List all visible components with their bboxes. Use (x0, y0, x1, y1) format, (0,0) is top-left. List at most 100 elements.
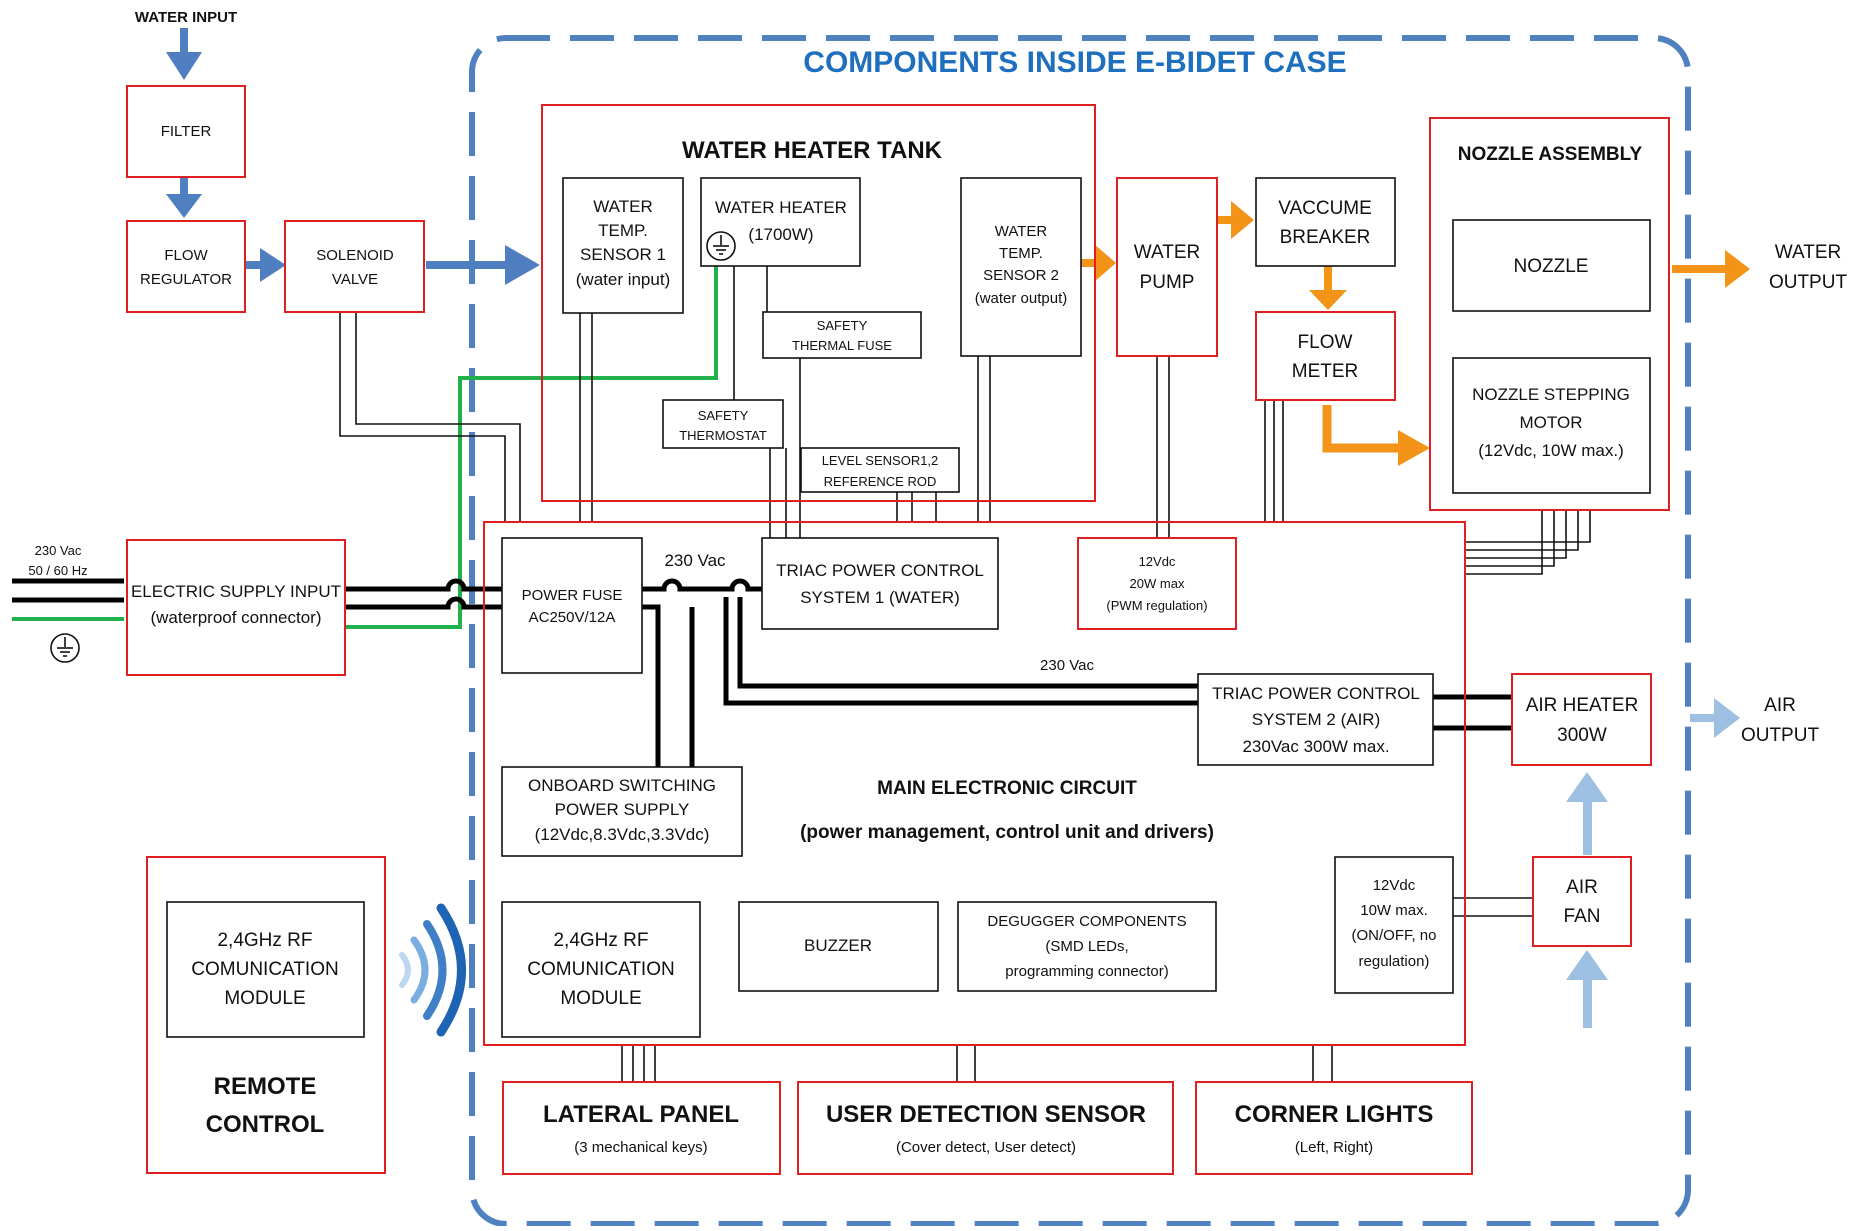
onboard-switching-power-supply: ONBOARD SWITCHING POWER SUPPLY (12Vdc,8.… (501, 766, 743, 857)
water-temp-sensor-2: WATER TEMP. SENSOR 2 (water output) (960, 177, 1082, 357)
svg-text:SYSTEM 2 (AIR): SYSTEM 2 (AIR) (1252, 710, 1380, 729)
svg-text:ELECTRIC SUPPLY INPUT: ELECTRIC SUPPLY INPUT (131, 582, 341, 601)
solenoid-valve-box: SOLENOID VALVE (284, 220, 425, 313)
svg-text:12Vdc: 12Vdc (1139, 554, 1176, 569)
flow-regulator-box: FLOW REGULATOR (126, 220, 246, 313)
mains-frequency-label: 50 / 60 Hz (28, 563, 87, 578)
water-pump-box: WATER PUMP (1116, 177, 1218, 357)
safety-thermostat: SAFETY THERMOSTAT (662, 399, 784, 449)
svg-text:MODULE: MODULE (224, 988, 305, 1009)
mains-voltage-label: 230 Vac (35, 543, 82, 558)
power-wires (12, 578, 1512, 767)
svg-text:CONTROL: CONTROL (206, 1111, 325, 1138)
svg-text:USER DETECTION SENSOR: USER DETECTION SENSOR (826, 1101, 1146, 1128)
ground-symbol-icon (50, 633, 80, 663)
triac-power-control-2: TRIAC POWER CONTROL SYSTEM 2 (AIR) 230Va… (1197, 673, 1434, 766)
svg-text:programming connector): programming connector) (1005, 963, 1168, 980)
svg-text:(Cover detect, User detect): (Cover detect, User detect) (896, 1139, 1076, 1156)
svg-text:FILTER: FILTER (161, 123, 212, 140)
nozzle-stepping-motor-box: NOZZLE STEPPING MOTOR (12Vdc, 10W max.) (1452, 357, 1651, 494)
svg-text:(SMD LEDs,: (SMD LEDs, (1045, 938, 1128, 955)
svg-text:VACCUME: VACCUME (1278, 198, 1372, 219)
flow-meter-box: FLOW METER (1255, 311, 1396, 401)
air-flow-arrows (1566, 698, 1740, 1028)
svg-text:(12Vdc, 10W max.): (12Vdc, 10W max.) (1478, 441, 1624, 460)
filter-box: FILTER (126, 85, 246, 178)
svg-text:THERMOSTAT: THERMOSTAT (679, 428, 767, 443)
svg-text:AIR HEATER: AIR HEATER (1526, 695, 1639, 716)
svg-text:BUZZER: BUZZER (804, 936, 872, 955)
air-output-label-2: OUTPUT (1741, 725, 1820, 746)
rf-module-main: 2,4GHz RF COMUNICATION MODULE (501, 901, 701, 1038)
svg-text:AC250V/12A: AC250V/12A (529, 609, 616, 626)
svg-text:(12Vdc,8.3Vdc,3.3Vdc): (12Vdc,8.3Vdc,3.3Vdc) (535, 825, 710, 844)
svg-text:SAFETY: SAFETY (817, 318, 868, 333)
svg-text:WATER HEATER: WATER HEATER (715, 198, 847, 217)
fan-driver-box: 12Vdc 10W max. (ON/OFF, no regulation) (1334, 856, 1454, 994)
level-sensor-reference-rod: LEVEL SENSOR1,2 REFERENCE ROD (800, 447, 960, 493)
svg-text:TEMP.: TEMP. (999, 245, 1043, 262)
main-electronic-circuit: MAIN ELECTRONIC CIRCUIT (power managemen… (483, 521, 1466, 1046)
svg-text:NOZZLE: NOZZLE (1514, 256, 1589, 277)
svg-text:12Vdc: 12Vdc (1373, 877, 1416, 894)
svg-text:REMOTE: REMOTE (214, 1073, 317, 1100)
wireless-signal-icon (399, 903, 466, 1037)
ground-wire (12, 262, 718, 629)
svg-text:POWER FUSE: POWER FUSE (522, 587, 623, 604)
svg-text:(ON/OFF, no: (ON/OFF, no (1351, 927, 1436, 944)
svg-text:AIR: AIR (1566, 877, 1598, 898)
svg-text:REFERENCE ROD: REFERENCE ROD (824, 474, 937, 489)
safety-thermal-fuse: SAFETY THERMAL FUSE (762, 311, 922, 359)
svg-text:(power management, control uni: (power management, control unit and driv… (800, 822, 1214, 843)
svg-text:ONBOARD SWITCHING: ONBOARD SWITCHING (528, 776, 716, 795)
water-temp-sensor-1: WATER TEMP. SENSOR 1 (water input) (562, 177, 684, 314)
svg-text:MOTOR: MOTOR (1520, 413, 1583, 432)
svg-text:10W max.: 10W max. (1360, 902, 1428, 919)
svg-text:(PWM regulation): (PWM regulation) (1106, 598, 1207, 613)
water-output-label-1: WATER (1775, 242, 1842, 263)
power-fuse-box: POWER FUSE AC250V/12A (501, 537, 643, 674)
svg-text:MAIN ELECTRONIC CIRCUIT: MAIN ELECTRONIC CIRCUIT (877, 778, 1137, 799)
svg-text:COMUNICATION: COMUNICATION (191, 959, 338, 980)
pump-driver-box: 12Vdc 20W max (PWM regulation) (1077, 537, 1237, 630)
svg-text:(waterproof connector): (waterproof connector) (150, 608, 321, 627)
user-detection-sensor-box: USER DETECTION SENSOR (Cover detect, Use… (797, 1081, 1174, 1175)
svg-text:WATER: WATER (1134, 242, 1201, 263)
svg-text:regulation): regulation) (1359, 953, 1430, 970)
svg-text:2,4GHz RF: 2,4GHz RF (217, 930, 312, 951)
svg-text:DEGUGGER COMPONENTS: DEGUGGER COMPONENTS (987, 913, 1186, 930)
svg-text:WATER HEATER TANK: WATER HEATER TANK (682, 137, 943, 164)
svg-text:SENSOR 1: SENSOR 1 (580, 245, 666, 264)
svg-text:TRIAC POWER CONTROL: TRIAC POWER CONTROL (1212, 684, 1420, 703)
case-boundary (469, 35, 1691, 1227)
svg-text:NOZZLE ASSEMBLY: NOZZLE ASSEMBLY (1458, 144, 1643, 165)
svg-text:MODULE: MODULE (560, 988, 641, 1009)
svg-text:TRIAC POWER CONTROL: TRIAC POWER CONTROL (776, 561, 984, 580)
svg-text:SYSTEM 1 (WATER): SYSTEM 1 (WATER) (800, 588, 960, 607)
svg-text:20W max: 20W max (1130, 576, 1185, 591)
vacuum-breaker-box: VACCUME BREAKER (1255, 177, 1396, 267)
svg-text:WATER: WATER (995, 223, 1048, 240)
svg-text:CORNER LIGHTS: CORNER LIGHTS (1235, 1101, 1434, 1128)
svg-text:TEMP.: TEMP. (598, 221, 648, 240)
water-output-label-2: OUTPUT (1769, 272, 1848, 293)
svg-text:SAFETY: SAFETY (698, 408, 749, 423)
svg-text:FLOW: FLOW (1298, 332, 1353, 353)
lateral-panel-box: LATERAL PANEL (3 mechanical keys) (502, 1081, 781, 1175)
svg-text:REGULATOR: REGULATOR (140, 271, 232, 288)
debugger-components-box: DEGUGGER COMPONENTS (SMD LEDs, programmi… (957, 901, 1217, 992)
buzzer-box: BUZZER (738, 901, 939, 992)
svg-text:VALVE: VALVE (332, 271, 378, 288)
svg-text:230Vac 300W max.: 230Vac 300W max. (1242, 737, 1389, 756)
svg-text:SENSOR 2: SENSOR 2 (983, 267, 1059, 284)
heater-ground-icon (706, 231, 736, 261)
water-heater-tank: WATER HEATER TANK (541, 104, 1096, 502)
svg-text:COMUNICATION: COMUNICATION (527, 959, 674, 980)
electric-supply-input-box: ELECTRIC SUPPLY INPUT (waterproof connec… (126, 539, 346, 676)
svg-text:LEVEL SENSOR1,2: LEVEL SENSOR1,2 (822, 453, 939, 468)
air-heater-box: AIR HEATER 300W (1511, 673, 1652, 766)
svg-text:POWER SUPPLY: POWER SUPPLY (555, 800, 690, 819)
svg-text:NOZZLE STEPPING: NOZZLE STEPPING (1472, 385, 1630, 404)
